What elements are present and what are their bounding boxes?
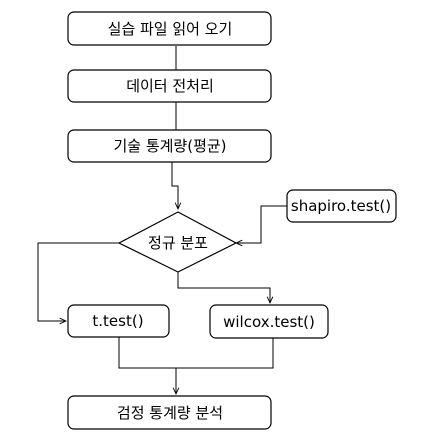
connector-descriptive-to-decision xyxy=(171,162,178,209)
node-shapiro-test: shapiro.test() xyxy=(286,189,397,223)
connector-wilcox-to-test-stat xyxy=(176,338,274,369)
node-read-file-label: 실습 파일 읽어 오기 xyxy=(108,20,233,38)
node-wilcox-test: wilcox.test() xyxy=(209,304,329,339)
node-preprocess: 데이터 전처리 xyxy=(67,69,272,103)
connector-decision-to-ttest xyxy=(37,242,119,321)
node-wilcox-test-label: wilcox.test() xyxy=(223,313,315,331)
node-ttest-label: t.test() xyxy=(92,312,143,330)
connector-decision-to-wilcox xyxy=(177,272,270,303)
node-shapiro-test-label: shapiro.test() xyxy=(291,197,391,215)
node-test-statistic-label: 검정 통계량 분석 xyxy=(117,404,223,422)
node-preprocess-label: 데이터 전처리 xyxy=(126,77,214,95)
node-ttest: t.test() xyxy=(67,304,170,338)
node-read-file: 실습 파일 읽어 오기 xyxy=(67,11,272,46)
node-descriptive-stats: 기술 통계량(평균) xyxy=(67,129,272,163)
connector-shapiro-to-decision xyxy=(236,205,287,243)
node-descriptive-stats-label: 기술 통계량(평균) xyxy=(113,137,226,155)
connector-ttest-to-test-stat xyxy=(118,337,176,369)
decision-normal-distribution-label: 정규 분포 xyxy=(148,234,208,252)
decision-normal-distribution: 정규 분포 xyxy=(117,211,238,273)
node-test-statistic: 검정 통계량 분석 xyxy=(67,395,272,430)
